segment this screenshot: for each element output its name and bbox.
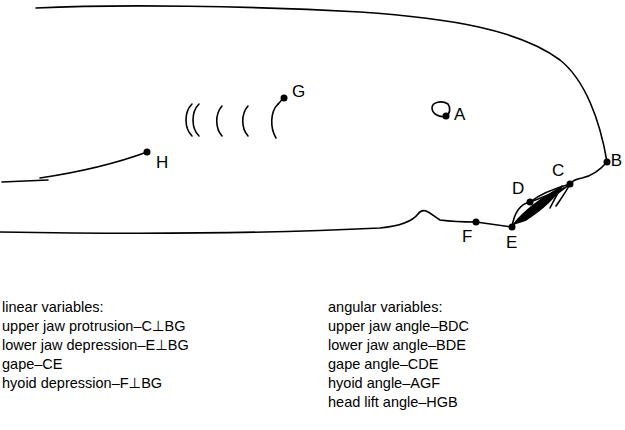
point-letter: F [462,228,472,247]
variable-definition: lower jaw angle–BDE [328,338,466,354]
point-letter: B [611,152,622,171]
point-letter: E [506,234,517,253]
point-letter: H [156,154,168,173]
column-heading: angular variables: [328,300,442,316]
point-letter: G [292,83,305,102]
point-letter: C [552,162,564,181]
variable-definition: gape angle–CDE [328,357,438,373]
variable-definition: lower jaw depression–E⊥BG [2,338,189,354]
variable-definition: upper jaw angle–BDC [328,319,469,335]
point-letter: D [512,180,524,199]
point-letter: A [454,106,465,125]
variable-definition: head lift angle–HGB [328,395,458,411]
variable-definition: hyoid depression–F⊥BG [2,376,162,392]
column-heading: linear variables: [2,300,104,316]
variable-definition: hyoid angle–AGF [328,376,440,392]
variable-definition: gape–CE [2,357,62,373]
variable-definition: upper jaw protrusion–C⊥BG [2,319,186,335]
